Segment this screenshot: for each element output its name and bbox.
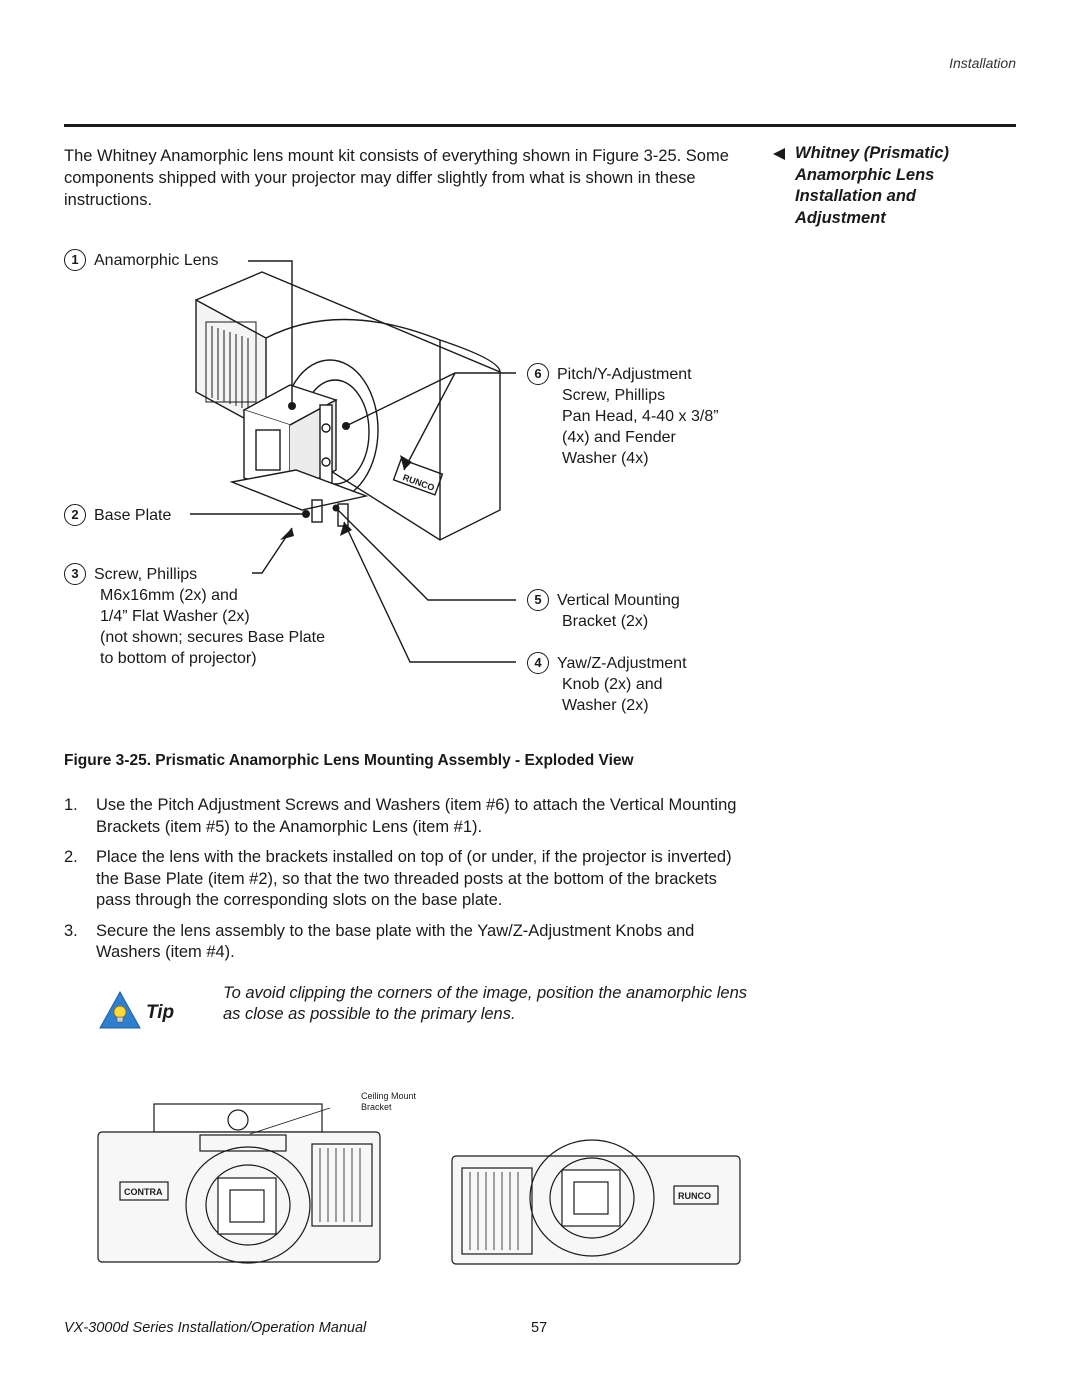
callout-number: 6: [527, 363, 549, 385]
ceiling-mount-label: Ceiling Mount Bracket: [361, 1091, 417, 1112]
callout-number: 3: [64, 563, 86, 585]
exploded-view-figure: RUNCO: [190, 260, 516, 663]
figure-caption: Figure 3-25. Prismatic Anamorphic Lens M…: [64, 752, 634, 769]
projector-front-views: CONTRA RUNCO: [97, 1103, 741, 1265]
arrow-left-icon: [773, 148, 785, 160]
header-rule: [64, 124, 1016, 127]
tip-text: To avoid clipping the corners of the ima…: [223, 984, 748, 1023]
lightbulb-icon: [99, 990, 141, 1029]
list-item: 3. Secure the lens assembly to the base …: [64, 921, 695, 962]
section-heading: Whitney (Prismatic) Anamorphic Lens Inst…: [773, 143, 993, 229]
tip-label: Tip: [146, 1002, 175, 1023]
footer-manual-title: VX-3000d Series Installation/Operation M…: [64, 1320, 367, 1336]
callout-number: 4: [527, 652, 549, 674]
right-projector-logo: RUNCO: [678, 1191, 711, 1201]
callout-number: 1: [64, 249, 86, 271]
intro-paragraph: The Whitney Anamorphic lens mount kit co…: [64, 147, 729, 209]
left-projector-logo: CONTRA: [124, 1187, 163, 1197]
page-number: 57: [531, 1320, 548, 1336]
list-item: 2. Place the lens with the brackets inst…: [64, 848, 732, 909]
steps-list: 1. Use the Pitch Adjustment Screws and W…: [64, 795, 754, 973]
running-header: Installation: [949, 55, 1016, 71]
list-item: 1. Use the Pitch Adjustment Screws and W…: [64, 796, 737, 836]
callout-number: 5: [527, 589, 549, 611]
callout-number: 2: [64, 504, 86, 526]
projector-logo-text: RUNCO: [401, 472, 435, 493]
section-heading-text: Whitney (Prismatic) Anamorphic Lens Inst…: [795, 144, 950, 227]
